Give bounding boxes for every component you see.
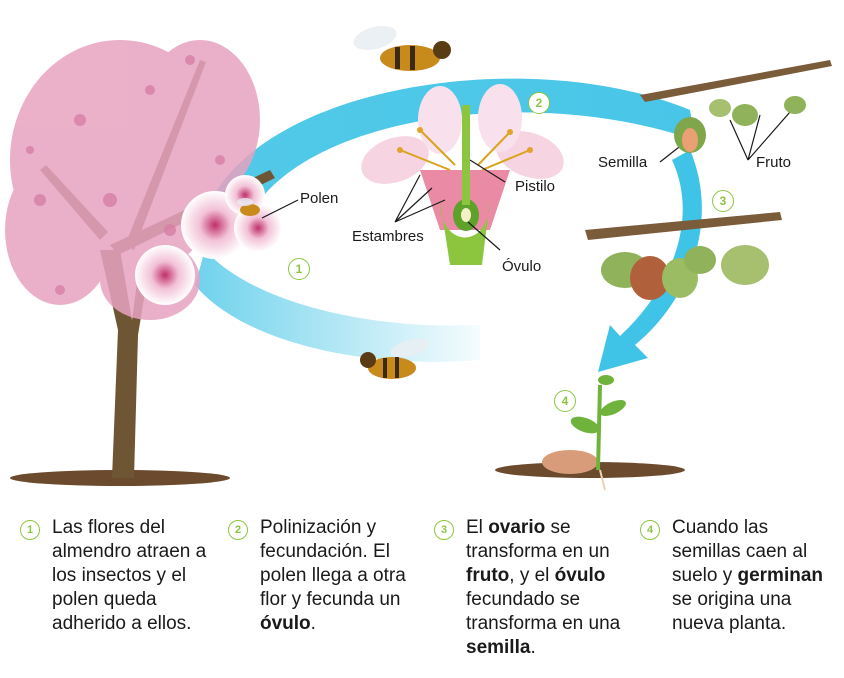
label-estambres: Estambres — [352, 228, 424, 245]
cycle-arrow-upper — [200, 78, 695, 240]
caption-text: Polinización y fecundación. El polen lle… — [260, 516, 425, 636]
step-badge-1: 1 — [288, 258, 310, 280]
caption-bold-term: germinan — [737, 565, 824, 586]
caption-run: se origina una nueva planta. — [672, 589, 792, 634]
caption-run: , y el — [509, 565, 555, 586]
caption-run: Polinización y fecundación. El polen lle… — [260, 517, 406, 610]
label-fruto: Fruto — [756, 154, 792, 171]
cycle-arrow-lower — [195, 250, 480, 362]
caption-text: Las flores del almendro atraen a los ins… — [52, 516, 217, 636]
step-badge-2: 2 — [528, 92, 550, 114]
caption-bold-term: ovario — [488, 517, 546, 538]
caption-run: Las flores del almendro atraen a los ins… — [52, 517, 207, 634]
label-ovulo: Óvulo — [502, 258, 542, 275]
caption-number: 1 — [20, 520, 40, 540]
step-badge-4: 4 — [554, 390, 576, 412]
bee-top-icon — [353, 25, 451, 71]
almond-fruits — [585, 212, 782, 300]
bee-on-flower-icon — [237, 198, 260, 216]
caption-text: El ovario se transforma en un fruto, y e… — [466, 516, 631, 660]
label-polen: Polen — [300, 190, 339, 207]
caption-bold-term: semilla — [466, 637, 531, 658]
caption-number: 2 — [228, 520, 248, 540]
caption-run: El — [466, 517, 489, 538]
label-pistilo: Pistilo — [515, 178, 556, 195]
fruit-branch — [640, 60, 832, 153]
caption-bold-term: fruto — [466, 565, 510, 586]
bee-bottom-icon — [360, 338, 430, 379]
caption-run: Cuando las semillas caen al suelo y — [672, 517, 808, 586]
caption-run: . — [530, 637, 536, 658]
flower-cross-section — [361, 84, 564, 265]
label-semilla: Semilla — [598, 154, 648, 171]
caption-bold-term: óvulo — [554, 565, 606, 586]
seedling — [495, 375, 685, 491]
caption-number: 4 — [640, 520, 660, 540]
caption-text: Cuando las semillas caen al suelo y germ… — [672, 516, 837, 636]
step-badge-3: 3 — [712, 190, 734, 212]
diagram-illustration — [5, 25, 832, 491]
caption-run: . — [310, 613, 316, 634]
life-cycle-diagram: Polen Estambres Pistilo Óvulo Semilla Fr… — [5, 25, 832, 491]
caption-run: se transforma en un — [466, 517, 610, 562]
caption-run: fecundado se transforma en una — [466, 589, 621, 634]
caption-bold-term: óvulo — [260, 613, 311, 634]
caption-number: 3 — [434, 520, 454, 540]
